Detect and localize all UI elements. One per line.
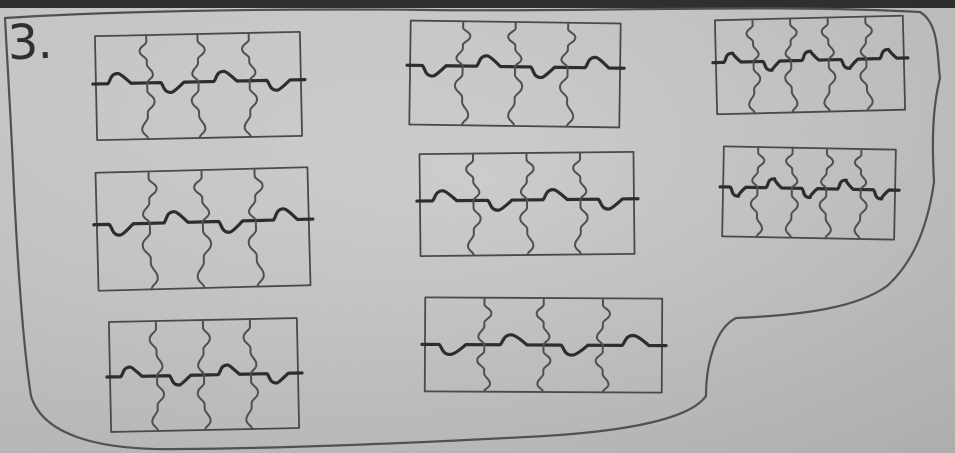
top-edge-shadow: [0, 0, 955, 8]
